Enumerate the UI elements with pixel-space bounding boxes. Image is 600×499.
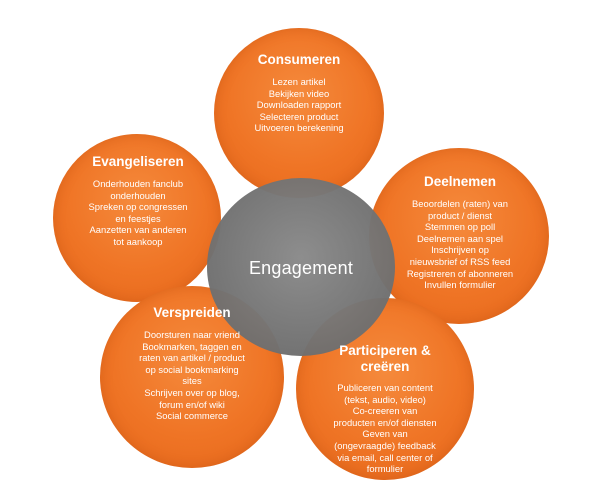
node-item: Deelnemen aan spel	[417, 232, 503, 244]
node-items: Beoordelen (raten) van product / dienst …	[380, 198, 540, 291]
node-item: producten en/of diensten	[333, 416, 437, 428]
node-title-line: creëren	[360, 359, 410, 374]
node-item: (ongevraagde) feedback	[334, 439, 436, 451]
circle-deelnemen	[369, 148, 549, 324]
node-items: Doorsturen naar vriend Bookmarken, tagge…	[112, 329, 272, 422]
node-item: Uitvoeren berekening	[254, 122, 344, 134]
node-evangeliseren: Evangeliseren Onderhouden fanclub onderh…	[63, 154, 213, 248]
node-item: Beoordelen (raten) van	[412, 198, 508, 209]
node-participeren: Participeren & creëren Publiceren van co…	[305, 343, 465, 475]
node-item: product / dienst	[427, 209, 493, 221]
node-title: Verspreiden	[112, 305, 272, 321]
node-item: Lezen artikel	[272, 76, 326, 87]
node-item: Invullen formulier	[424, 279, 496, 291]
node-item: onderhouden	[110, 189, 166, 201]
node-title-line: Consumeren	[257, 52, 341, 67]
node-item: Stemmen op poll	[424, 221, 496, 233]
node-item: formulier	[366, 463, 404, 475]
node-item: Inschrijven op	[431, 244, 489, 256]
node-title: Evangeliseren	[63, 154, 213, 170]
circle-consumeren	[214, 28, 384, 198]
node-items: Publiceren van content (tekst, audio, vi…	[305, 382, 465, 475]
node-item: Aanzetten van anderen	[89, 224, 187, 236]
node-title: Deelnemen	[380, 174, 540, 190]
circle-evangeliseren	[53, 134, 221, 302]
node-item: Onderhouden fanclub	[92, 178, 184, 189]
node-item: Schrijven over op blog,	[144, 386, 240, 398]
node-item: Bookmarken, taggen en	[142, 340, 242, 352]
node-item: Bekijken video	[268, 87, 330, 99]
engagement-label: Engagement	[248, 258, 354, 278]
node-verspreiden: Verspreiden Doorsturen naar vriend Bookm…	[112, 305, 272, 422]
node-item: via email, call center of	[337, 451, 433, 463]
node-item: Spreken op congressen	[88, 201, 188, 213]
node-item: Co-creeren van	[352, 405, 418, 417]
node-item: Downloaden rapport	[256, 99, 342, 111]
node-item: sites	[182, 375, 202, 387]
node-item: raten van artikel / product	[139, 352, 245, 364]
engagement-center-circle	[207, 178, 395, 356]
node-item: tot aankoop	[113, 235, 163, 247]
node-item: Publiceren van content	[337, 382, 433, 393]
node-deelnemen: Deelnemen Beoordelen (raten) van product…	[380, 174, 540, 291]
node-item: forum en/of wiki	[159, 398, 225, 410]
node-item: Social commerce	[156, 410, 228, 422]
node-title: Consumeren	[214, 52, 384, 68]
node-item: en feestjes	[115, 212, 161, 224]
node-item: Geven van	[362, 428, 408, 440]
node-item: op social bookmarking	[145, 363, 239, 375]
node-item: Registreren of abonneren	[406, 267, 514, 279]
node-title-line: Evangeliseren	[92, 154, 184, 169]
node-title-line: Deelnemen	[423, 174, 497, 189]
node-consumeren: Consumeren Lezen artikel Bekijken video …	[214, 52, 384, 134]
node-item: Selecteren product	[259, 110, 339, 122]
node-title-line: Participeren &	[339, 343, 431, 358]
node-item: Doorsturen naar vriend	[144, 329, 240, 340]
node-title: Participeren & creëren	[305, 343, 465, 375]
node-items: Onderhouden fanclub onderhouden Spreken …	[63, 178, 213, 248]
node-item: (tekst, audio, video)	[344, 393, 426, 405]
node-items: Lezen artikel Bekijken video Downloaden …	[214, 76, 384, 134]
node-item: nieuwsbrief of RSS feed	[409, 255, 511, 267]
node-title-line: Verspreiden	[153, 305, 231, 320]
